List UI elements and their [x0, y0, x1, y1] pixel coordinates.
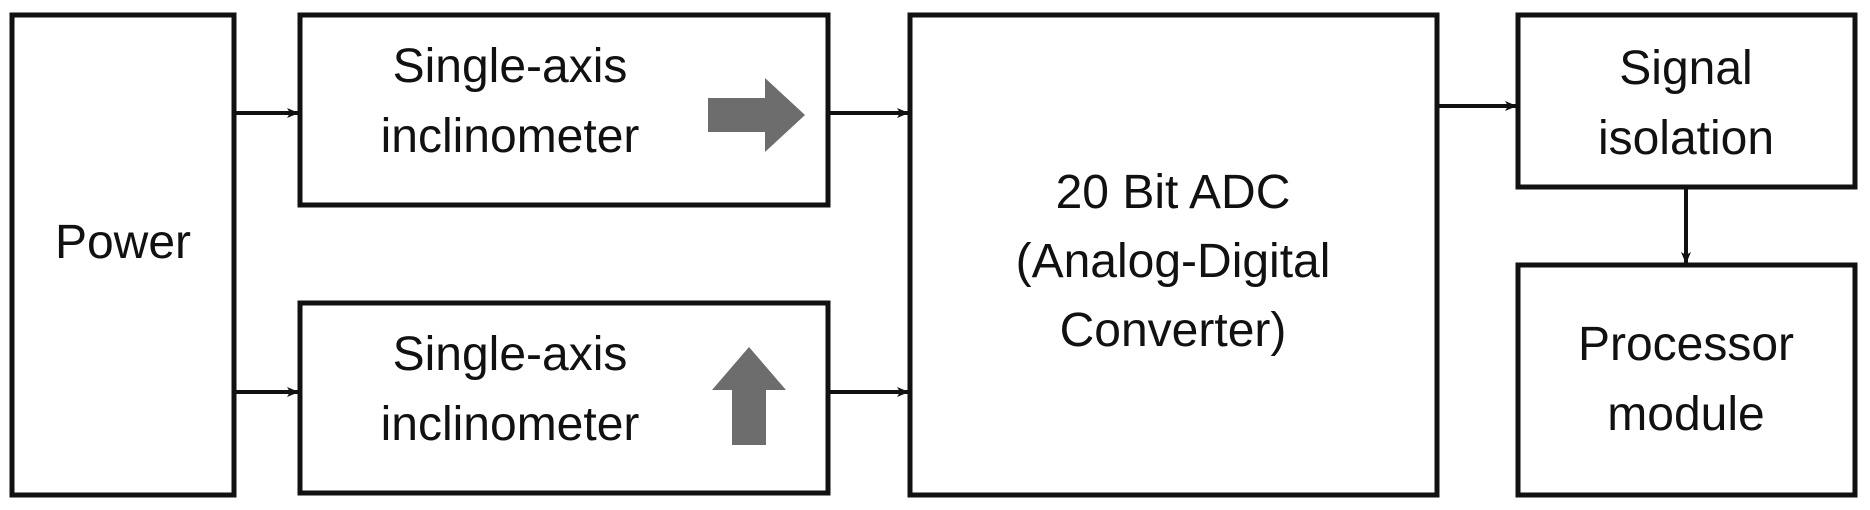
- inclinometer-bottom-line2: inclinometer: [381, 398, 640, 451]
- inclinometer-top-line1: Single-axis: [393, 40, 628, 93]
- adc-line1: 20 Bit ADC: [1056, 166, 1291, 219]
- inclinometer-bottom-block: Single-axis inclinometer: [297, 300, 831, 496]
- processor-line1: Processor: [1578, 318, 1794, 371]
- adc-block: 20 Bit ADC (Analog-Digital Converter): [907, 12, 1440, 498]
- signal-isolation-block: Signal isolation: [1515, 12, 1858, 190]
- processor-module-block: Processor module: [1515, 262, 1858, 498]
- signal-isolation-line2: isolation: [1598, 112, 1774, 165]
- arrow-up-icon: [712, 347, 786, 445]
- adc-line2: (Analog-Digital: [1016, 235, 1331, 288]
- inclinometer-top-block: Single-axis inclinometer: [297, 12, 831, 208]
- processor-line2: module: [1607, 388, 1764, 441]
- adc-line3: Converter): [1060, 304, 1287, 357]
- inclinometer-top-line2: inclinometer: [381, 110, 640, 163]
- power-block: Power: [9, 12, 237, 498]
- arrow-right-icon: [708, 78, 805, 152]
- signal-isolation-line1: Signal: [1619, 42, 1752, 95]
- inclinometer-bottom-line1: Single-axis: [393, 328, 628, 381]
- power-label: Power: [55, 216, 191, 269]
